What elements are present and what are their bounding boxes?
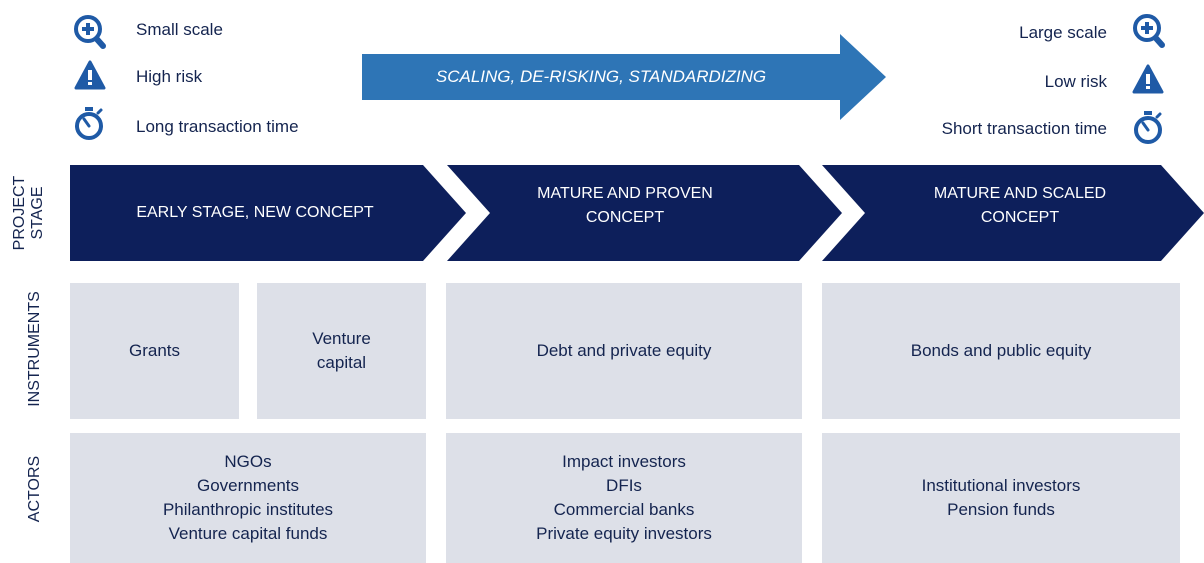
- stage-mature-scaled: MATURE AND SCALED CONCEPT: [933, 185, 1107, 226]
- stage-early: EARLY STAGE, NEW CONCEPT: [136, 204, 374, 221]
- actors-early-stage: NGOs Governments Philanthropic institute…: [70, 433, 426, 563]
- instrument-bonds-public-equity: Bonds and public equity: [822, 283, 1180, 419]
- stage-mature-proven: MATURE AND PROVEN CONCEPT: [537, 185, 713, 226]
- legend-long-transaction-time: Long transaction time: [136, 117, 299, 136]
- legend-high-risk: High risk: [136, 67, 203, 86]
- instrument-grants: Grants: [70, 283, 239, 419]
- warning-icon: [74, 60, 106, 90]
- stopwatch-icon: [73, 106, 105, 142]
- zoom-in-icon: [74, 15, 106, 49]
- stopwatch-icon: [1132, 110, 1164, 146]
- actors-mature-scaled: Institutional investors Pension funds: [822, 433, 1180, 563]
- legend-short-transaction-time: Short transaction time: [941, 119, 1107, 138]
- legend-small-scale: Small scale: [136, 20, 223, 39]
- legend-large-scale: Large scale: [1019, 23, 1107, 42]
- arrow-shape: [362, 34, 886, 120]
- row-label-actors: ACTORS: [26, 455, 43, 523]
- warning-icon: [1132, 64, 1164, 94]
- stage-chevrons-bg: [70, 165, 1204, 261]
- row-label-instruments: INSTRUMENTS: [26, 291, 43, 407]
- legend-low-risk: Low risk: [1044, 72, 1107, 91]
- instrument-venture-capital: Venture capital: [257, 283, 426, 419]
- arrow-label: SCALING, DE-RISKING, STANDARDIZING: [435, 67, 767, 86]
- actors-mature-proven: Impact investors DFIs Commercial banks P…: [446, 433, 802, 563]
- zoom-in-icon: [1133, 14, 1165, 48]
- instrument-debt-private-equity: Debt and private equity: [446, 283, 802, 419]
